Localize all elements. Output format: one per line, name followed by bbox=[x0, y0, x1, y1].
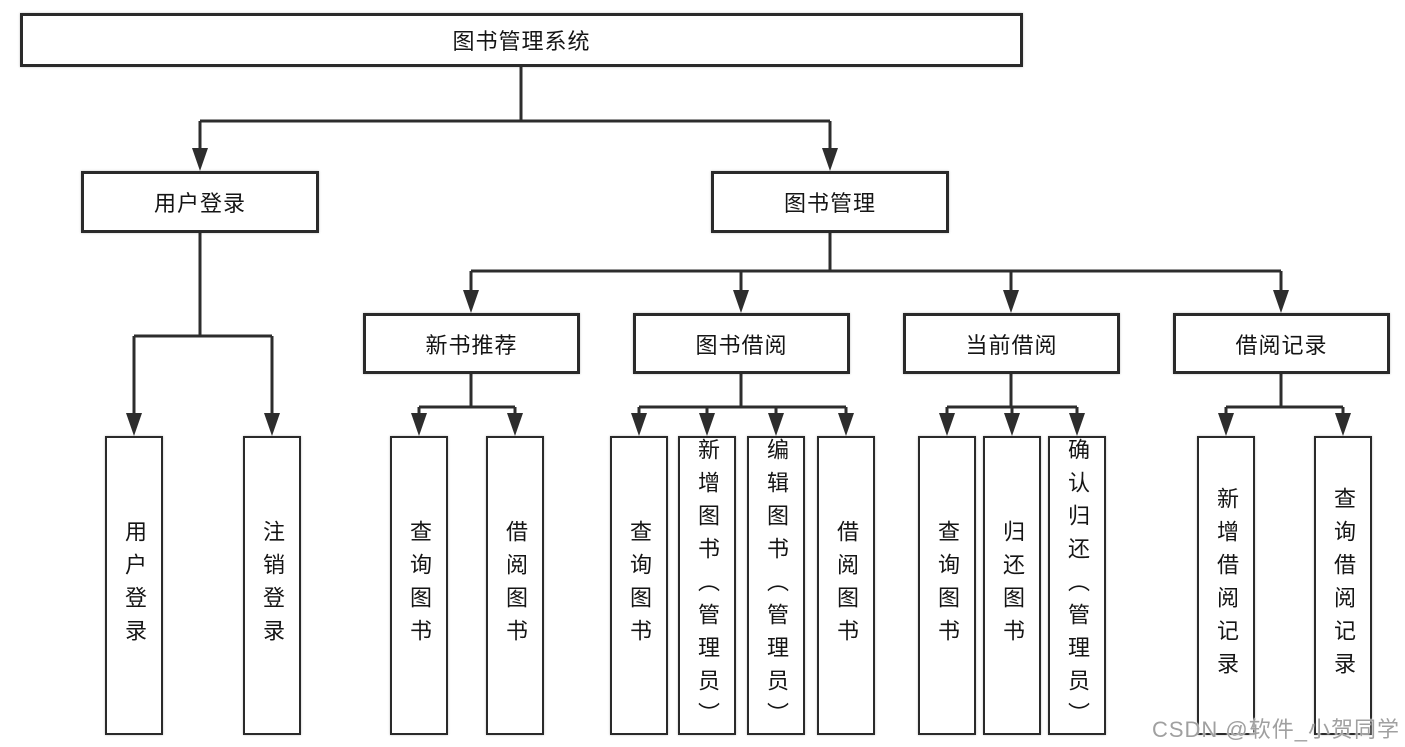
node-label: 查询图书 bbox=[627, 519, 652, 652]
node-label: 新书推荐 bbox=[425, 332, 518, 358]
node-leaf-return-book: 归还图书 bbox=[983, 436, 1041, 735]
node-book-management: 图书管理 bbox=[711, 171, 949, 233]
node-label: 图书管理 bbox=[783, 191, 876, 216]
node-book-borrowing: 图书借阅 bbox=[633, 313, 850, 374]
node-label: 借阅图书 bbox=[834, 519, 859, 652]
node-current-borrowing: 当前借阅 bbox=[903, 313, 1120, 374]
node-leaf-query-books-recommend: 查询图书 bbox=[390, 436, 448, 735]
node-user-login: 用户登录 bbox=[81, 171, 319, 233]
csdn-watermark: CSDN @软件_小贺同学 bbox=[1151, 717, 1400, 742]
node-label: 归还图书 bbox=[1000, 519, 1025, 652]
node-leaf-user-login: 用户登录 bbox=[105, 436, 163, 735]
node-label: 查询图书 bbox=[935, 519, 960, 652]
node-leaf-confirm-return-admin: 确认归还（管理员） bbox=[1048, 436, 1106, 735]
node-label: 用户登录 bbox=[122, 519, 147, 652]
node-leaf-add-borrow-record: 新增借阅记录 bbox=[1197, 436, 1255, 735]
node-leaf-edit-book-admin: 编辑图书（管理员） bbox=[747, 436, 805, 735]
node-label: 图书管理系统 bbox=[452, 29, 591, 54]
node-leaf-query-borrow-record: 查询借阅记录 bbox=[1314, 436, 1372, 735]
node-label: 新增借阅记录 bbox=[1214, 486, 1239, 685]
node-label: 确认归还（管理员） bbox=[1065, 438, 1090, 735]
node-new-book-recommendation: 新书推荐 bbox=[363, 313, 580, 374]
node-library-management-system: 图书管理系统 bbox=[20, 13, 1023, 67]
node-borrowing-records: 借阅记录 bbox=[1173, 313, 1390, 374]
arrowheads bbox=[126, 148, 1351, 436]
node-label: 当前借阅 bbox=[965, 332, 1058, 358]
node-leaf-borrow-books-recommend: 借阅图书 bbox=[486, 436, 544, 735]
node-label: 借阅图书 bbox=[503, 519, 528, 652]
node-label: 编辑图书（管理员） bbox=[764, 438, 789, 735]
node-label: 用户登录 bbox=[153, 191, 246, 216]
node-leaf-logout: 注销登录 bbox=[243, 436, 301, 735]
node-leaf-query-books-borrow: 查询图书 bbox=[610, 436, 668, 735]
node-leaf-query-books-current: 查询图书 bbox=[918, 436, 976, 735]
node-label: 查询图书 bbox=[407, 519, 432, 652]
node-leaf-borrow-books: 借阅图书 bbox=[817, 436, 875, 735]
node-label: 新增图书（管理员） bbox=[695, 438, 720, 735]
node-label: 图书借阅 bbox=[695, 332, 788, 358]
node-label: 注销登录 bbox=[260, 519, 285, 652]
node-label: 借阅记录 bbox=[1235, 332, 1328, 358]
node-leaf-add-book-admin: 新增图书（管理员） bbox=[678, 436, 736, 735]
node-label: 查询借阅记录 bbox=[1331, 486, 1356, 685]
